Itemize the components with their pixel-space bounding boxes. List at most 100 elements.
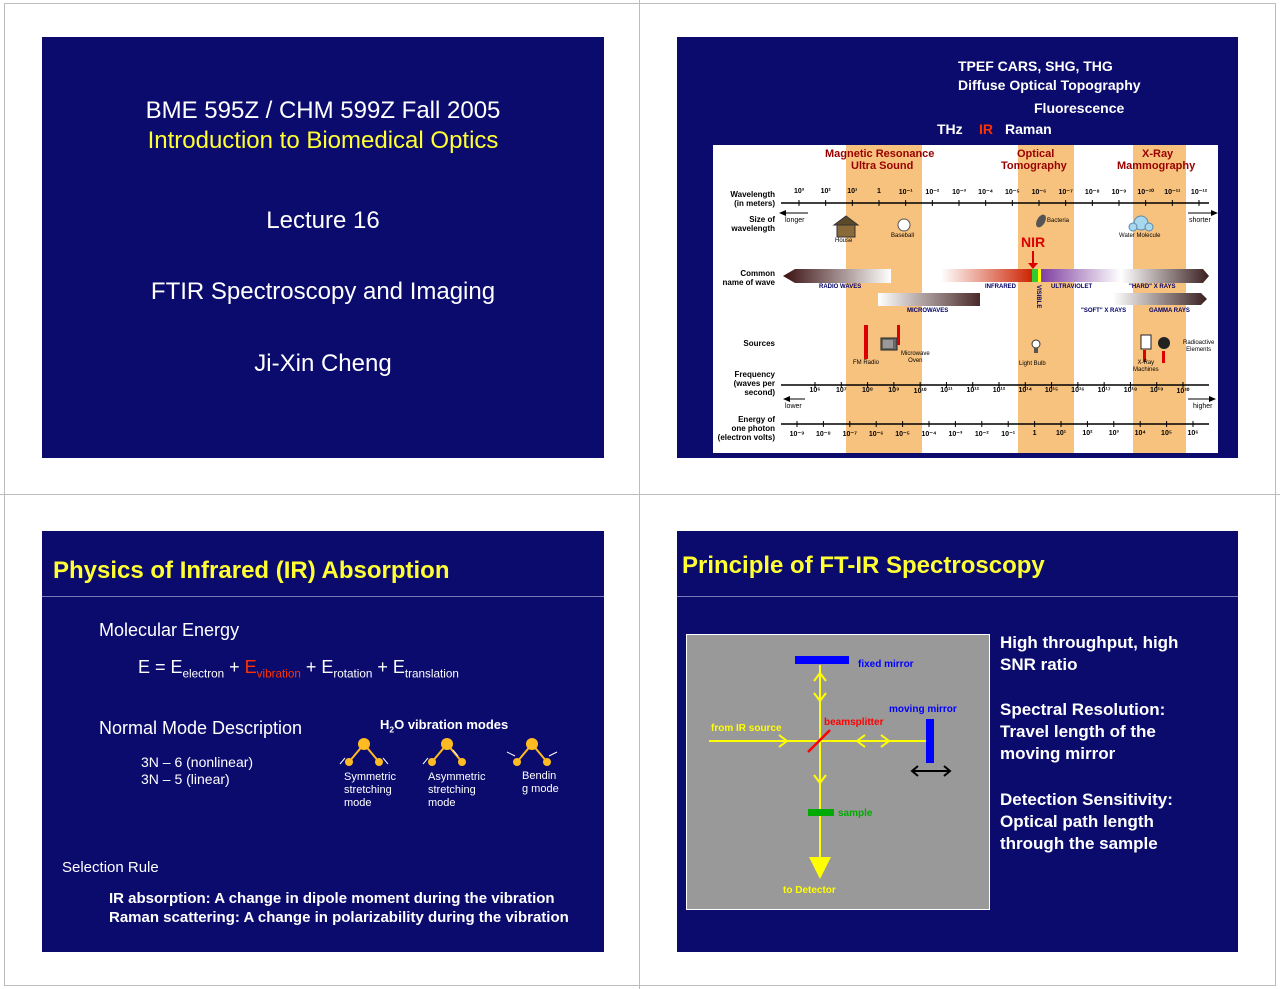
h2o-molecule-diagrams (339, 738, 558, 766)
infrared-label: INFRARED (985, 284, 1016, 290)
energy-tick-6: 10⁻³ (948, 431, 963, 438)
nir-label: NIR (1021, 234, 1046, 250)
frequency-tick-3: 10⁹ (888, 387, 900, 394)
sample-block (808, 809, 834, 816)
radio-waves-label: RADIO WAVES (819, 284, 862, 290)
beam-arrow-down-2 (813, 774, 827, 785)
ultraviolet-band (1041, 269, 1121, 282)
energy-tick-0: 10⁻⁹ (789, 431, 805, 438)
author-name: Ji-Xin Cheng (254, 350, 392, 377)
longer-label: longer (785, 217, 805, 224)
course-title: BME 595Z / CHM 599Z Fall 2005 (145, 97, 501, 124)
beam-arrow-up (813, 671, 827, 682)
wavelength-tick-9: 10⁻⁶ (1031, 189, 1047, 196)
lower-label: lower (785, 403, 802, 410)
header-magnetic-resonance: Magnetic Resonance (825, 148, 935, 160)
infrared-band (941, 269, 1033, 282)
header-tomography: Tomography (1001, 160, 1067, 172)
slide-ir-absorption[interactable]: Physics of Infrared (IR) Absorption Mole… (42, 531, 604, 952)
lecture-topic: FTIR Spectroscopy and Imaging (150, 278, 496, 305)
baseball-label: Baseball (891, 233, 915, 239)
detector-arrow (809, 857, 831, 879)
frequency-tick-2: 10⁸ (862, 387, 874, 394)
size-arrowhead-left (779, 210, 786, 216)
wavelength-tick-2: 10¹ (847, 188, 858, 195)
frequency-tick-5: 10¹¹ (940, 387, 953, 394)
interferometer-graphics (709, 656, 952, 879)
visible-band-yellow (1038, 269, 1041, 282)
michelson-interferometer-diagram: fixed mirror moving mirror from IR sourc… (686, 634, 990, 910)
frequency-tick-14: 10²⁰ (1176, 388, 1190, 395)
wavelength-tick-3: 1 (877, 188, 881, 195)
wavelength-tick-11: 10⁻⁸ (1084, 189, 1100, 196)
wavelength-label: Wavelength(in meters) (730, 190, 775, 208)
visible-label: VISIBLE (1035, 285, 1041, 309)
ir-source-label: from IR source (711, 723, 782, 734)
wavelength-tick-4: 10⁻¹ (898, 189, 913, 196)
title-bar (42, 531, 604, 597)
energy-tick-2: 10⁻⁷ (842, 431, 857, 438)
soft-xray-band (1113, 293, 1207, 305)
slide-title[interactable]: BME 595Z / CHM 599Z Fall 2005 Introducti… (42, 37, 604, 458)
resolution-point: Spectral Resolution:Travel length of the… (1000, 700, 1166, 763)
wavelength-tick-13: 10⁻¹⁰ (1137, 189, 1154, 196)
house-icon (832, 215, 860, 238)
microwave-band (878, 293, 980, 306)
wavelength-tick-5: 10⁻² (925, 189, 940, 196)
wavelength-tick-7: 10⁻⁴ (978, 189, 994, 196)
technique-line-3: Fluorescence (1034, 100, 1125, 116)
bacteria-label: Bacteria (1047, 218, 1070, 224)
soft-xrays-label: "SOFT" X RAYS (1081, 308, 1127, 314)
energy-tick-12: 10³ (1108, 430, 1119, 437)
beamsplitter (807, 729, 831, 753)
energy-equation: E = Eelectron + Evibration + Erotation +… (138, 657, 459, 681)
selection-rule-heading: Selection Rule (62, 859, 159, 876)
frequency-tick-13: 10¹⁹ (1149, 387, 1164, 394)
label-thz: THz (937, 121, 963, 137)
microwaves-label: MICROWAVES (907, 308, 949, 314)
light-bulb-label: Light Bulb (1019, 361, 1046, 367)
radio-wave-band (783, 269, 891, 283)
xray-machine-icon (1140, 334, 1152, 362)
fm-radio-label: FM Radio (853, 360, 880, 366)
visible-band-green (1032, 269, 1038, 282)
frequency-tick-11: 10¹⁷ (1097, 387, 1111, 394)
frequency-tick-7: 10¹² (992, 387, 1006, 394)
band-optical (1018, 145, 1074, 453)
sample-label: sample (838, 808, 873, 819)
radioactive-icon (1158, 337, 1170, 349)
slide-ftir-principle[interactable]: Principle of FT-IR Spectroscopy fixed mi… (677, 531, 1238, 952)
technique-line-1: TPEF CARS, SHG, THG (958, 58, 1113, 74)
energy-tick-5: 10⁻⁴ (921, 431, 937, 438)
energy-tick-8: 10⁻¹ (1001, 431, 1016, 438)
mirror-travel-arrow-right (943, 765, 952, 777)
frequency-tick-12: 10¹⁸ (1123, 387, 1138, 394)
lecture-number: Lecture 16 (266, 207, 380, 234)
nonlinear-formula: 3N – 6 (nonlinear) (141, 754, 254, 770)
microwave-oven-icon (880, 325, 900, 351)
header-ultra-sound: Ultra Sound (851, 160, 914, 172)
wavelength-tick-6: 10⁻³ (952, 189, 966, 196)
moving-mirror-label: moving mirror (889, 704, 957, 715)
title-bar (677, 531, 1238, 597)
mirror-travel-arrow-left (910, 765, 919, 777)
size-arrowhead-right (1211, 210, 1218, 216)
slide-spectrum[interactable]: TPEF CARS, SHG, THG Diffuse Optical Topo… (677, 37, 1238, 458)
wavelength-tick-15: 10⁻¹² (1190, 189, 1208, 196)
spectrum-graphics (779, 145, 1218, 453)
energy-tick-9: 1 (1032, 430, 1037, 437)
moving-mirror (926, 719, 934, 763)
water-molecule-icon (1128, 215, 1154, 232)
beam-arrow-down (813, 692, 827, 703)
axis-ticks (796, 200, 1200, 427)
ir-absorption-rule: IR absorption: A change in dipole moment… (109, 890, 555, 907)
house-label: House (835, 238, 853, 244)
symmetric-stretch-molecule (339, 738, 389, 766)
